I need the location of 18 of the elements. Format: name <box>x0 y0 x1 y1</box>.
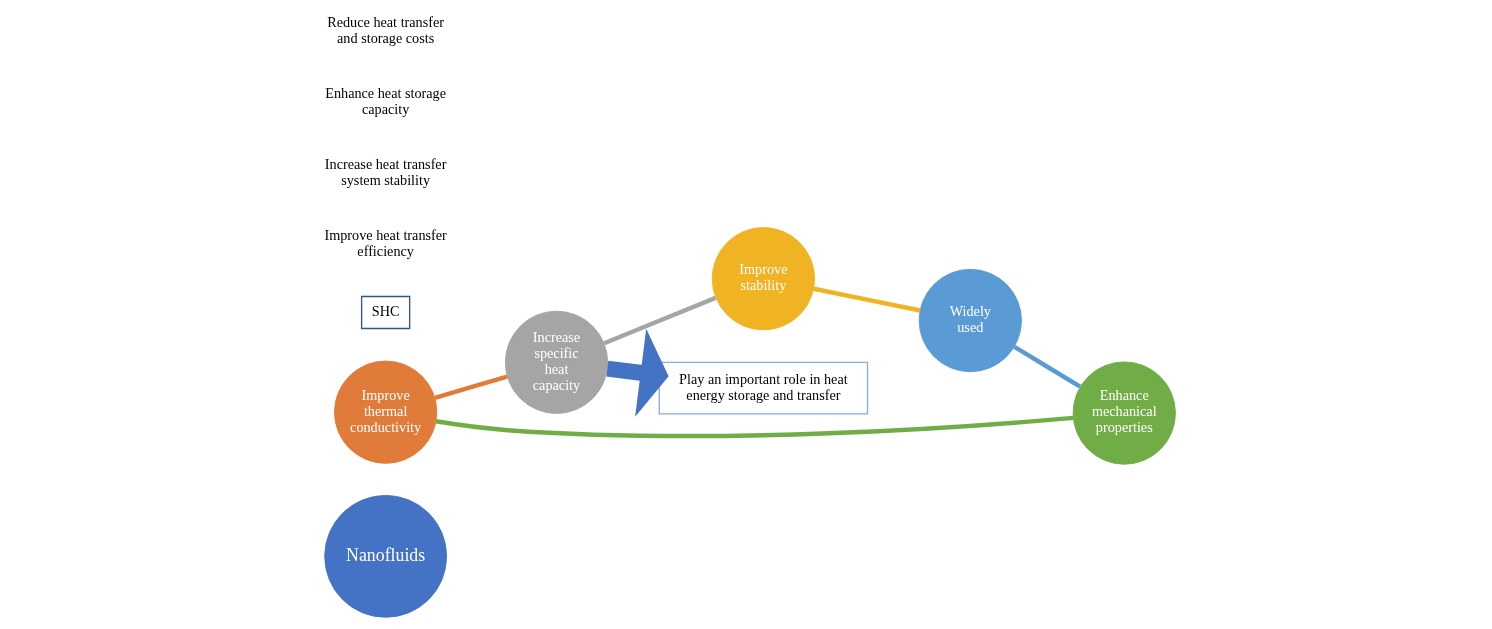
label: Enhance heat storage capacity <box>324 84 446 117</box>
node-circle: Enhance mechanical properties <box>1072 361 1176 465</box>
node-circle: Improve stability <box>711 227 815 331</box>
node-circle: Widely used <box>918 268 1022 373</box>
label: Reduce heat transfer and storage costs <box>326 13 444 46</box>
connector <box>1012 344 1081 389</box>
node-circle: Nanofluids <box>323 494 447 618</box>
node-circle: Improve thermal conductivity <box>333 360 437 464</box>
node-circle: Increase specific heat capacity <box>504 310 608 414</box>
connector <box>435 415 1073 439</box>
connector <box>812 286 921 313</box>
node-box: SHC <box>360 295 410 330</box>
connector <box>602 295 716 346</box>
arrow <box>605 328 669 417</box>
connector <box>433 374 508 401</box>
node-box: Play an important role in heat energy storage and transfer <box>658 361 868 415</box>
label: Increase heat transfer system stability <box>324 156 446 189</box>
label: Improve heat transfer efficiency <box>323 227 447 260</box>
